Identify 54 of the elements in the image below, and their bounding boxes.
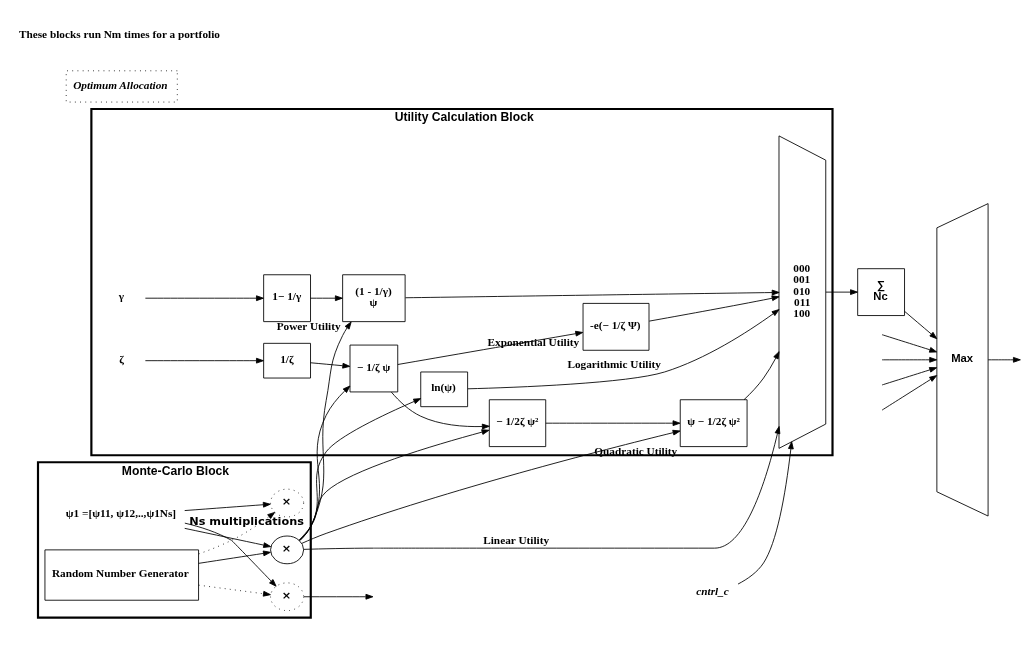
arrow [184, 501, 271, 511]
arrow [881, 375, 938, 411]
label: These blocks run Nm times for a portfolio [18, 28, 220, 41]
arrow [144, 357, 264, 364]
arrow [310, 295, 343, 302]
node-ellipse: × [270, 582, 305, 612]
node-box: 1− 1/γ [263, 274, 311, 323]
node-label: Quadratic Utility [594, 444, 678, 457]
node-box: ∑ Nc [857, 268, 905, 316]
node-text: ψ1 =[ψ11, ψ12,..,ψ1Ns] [65, 507, 177, 520]
arrow [405, 289, 780, 299]
arrow [881, 334, 938, 353]
node-box: ln(ψ) [420, 371, 469, 408]
arrow [743, 351, 780, 401]
node-box: (1 - 1/γ) ψ [342, 274, 406, 323]
node-box: Optimum Allocation [65, 70, 178, 103]
arrow [298, 429, 490, 541]
node-ellipse: × [270, 535, 305, 565]
node-box: ψ − 1/2ζ ψ² [679, 399, 748, 448]
arrow [737, 441, 794, 585]
node-text: γ [118, 290, 124, 303]
arrow [904, 310, 938, 340]
node-text: cntrl_c [696, 585, 729, 598]
node-box: 1/ζ [263, 342, 311, 379]
arrow [198, 550, 271, 564]
arrow [397, 330, 584, 365]
node-ellipse: × [270, 488, 305, 518]
arrow [198, 584, 271, 597]
arrow [467, 309, 780, 390]
node-label: Ns multiplications [189, 515, 304, 529]
arrow [184, 522, 277, 587]
arrow [301, 429, 681, 544]
node-box: Max [936, 203, 989, 517]
node-box: -e(− 1/ζ Ψ) [582, 302, 650, 351]
node-box: Random Number Generator [44, 549, 199, 601]
node-box: − 1/2ζ ψ² [488, 399, 547, 448]
arrow [390, 391, 490, 430]
arrow [144, 295, 264, 302]
arrow [303, 426, 781, 550]
arrow [545, 420, 681, 427]
node-box: − 1/ζ ψ [349, 344, 399, 393]
arrow [198, 511, 276, 555]
node-text: ζ [119, 352, 124, 365]
edge-label: Logarithmic Utility [567, 357, 661, 370]
arrow [184, 527, 272, 548]
arrow [881, 367, 938, 386]
arrow [299, 321, 352, 541]
edge-label: Linear Utility [483, 534, 550, 547]
arrow [881, 356, 938, 363]
arrow [310, 362, 351, 369]
arrow [303, 593, 374, 600]
arrow [987, 356, 1021, 363]
arrow [648, 295, 780, 322]
arrow [825, 289, 858, 295]
